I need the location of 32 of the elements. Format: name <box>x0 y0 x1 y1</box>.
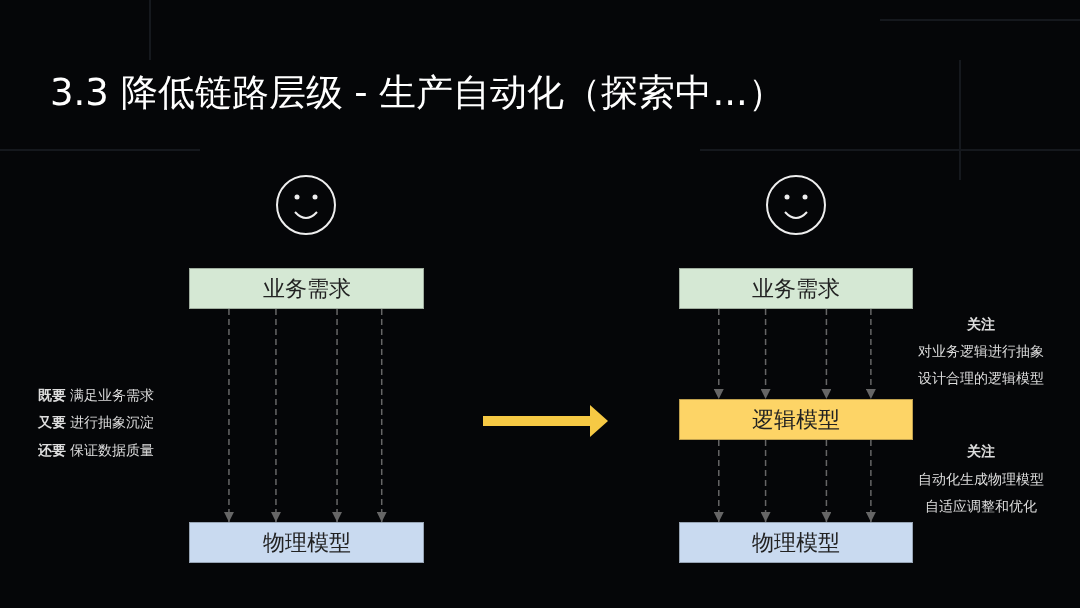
dashed-arrow <box>713 308 724 400</box>
annotation-text: 自动化生成物理模型 <box>917 471 1045 489</box>
annotation-text: 设计合理的逻辑模型 <box>917 370 1045 388</box>
dashed-arrow <box>760 439 771 523</box>
annotation-text: 自适应调整和优化 <box>924 498 1038 516</box>
annotation-text: 又要 进行抽象沉淀 <box>38 414 155 432</box>
dashed-arrow <box>376 308 387 523</box>
dashed-arrow <box>821 308 832 400</box>
process-box <box>189 268 424 309</box>
dashed-arrow <box>760 308 771 400</box>
dashed-arrow <box>332 308 343 523</box>
box-label: 业务需求 <box>262 274 351 303</box>
process-box <box>189 522 424 563</box>
title: 3.3 降低链路层级 - 生产自动化（探索中...） <box>50 70 785 116</box>
process-box <box>679 522 913 563</box>
annotation-text: 对业务逻辑进行抽象 <box>917 343 1045 361</box>
dashed-arrow <box>865 308 876 400</box>
box-label: 业务需求 <box>752 274 840 303</box>
annotation-heading: 关注 <box>966 316 996 334</box>
process-box <box>679 268 913 309</box>
dashed-arrow <box>270 308 281 523</box>
box-label: 物理模型 <box>752 528 840 557</box>
dashed-arrow <box>713 439 724 523</box>
annotation-text: 还要 保证数据质量 <box>38 442 155 460</box>
box-label: 逻辑模型 <box>752 405 840 434</box>
process-box <box>679 399 913 440</box>
dashed-arrow <box>865 439 876 523</box>
annotation-heading: 关注 <box>966 443 996 461</box>
box-label: 物理模型 <box>262 528 351 557</box>
dashed-arrow <box>821 439 832 523</box>
annotation-text: 既要 满足业务需求 <box>38 387 155 405</box>
dashed-arrow <box>223 308 234 523</box>
